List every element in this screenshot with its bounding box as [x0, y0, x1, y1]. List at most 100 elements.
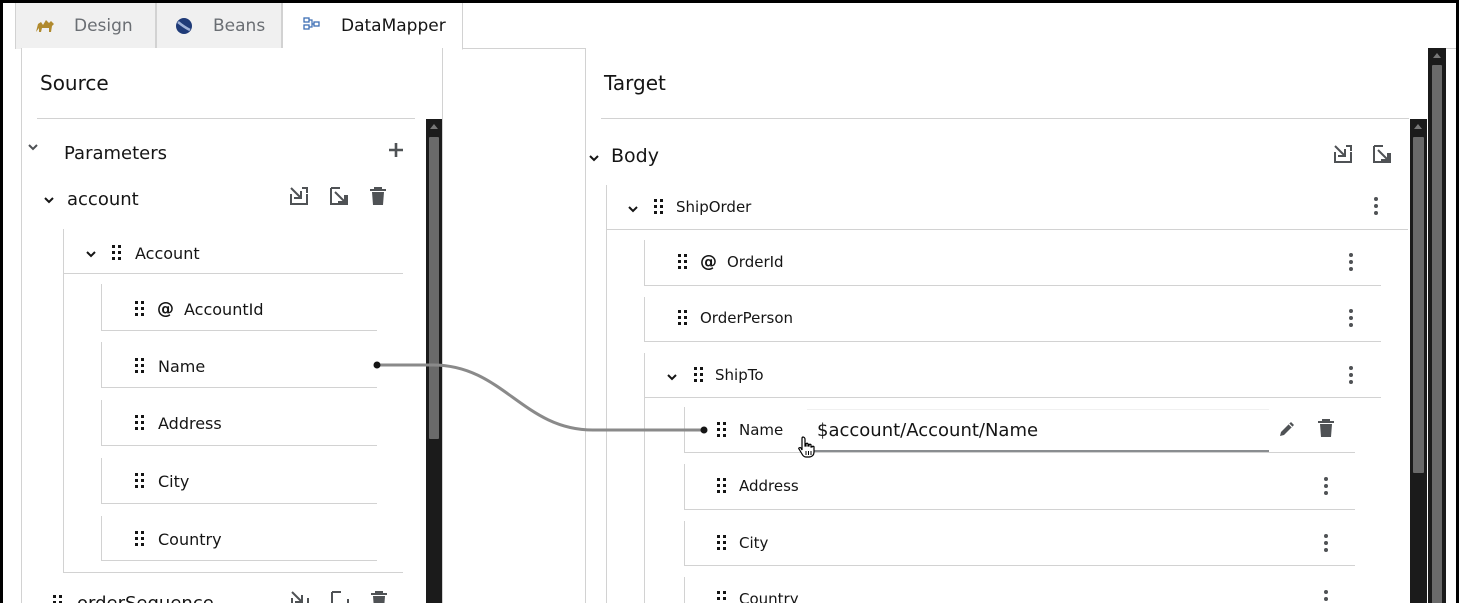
source-panel [21, 48, 443, 603]
drag-handle-icon[interactable] [135, 531, 145, 547]
drag-handle-icon[interactable] [135, 473, 145, 489]
source-field-address[interactable] [101, 400, 377, 446]
delete-mapping-icon[interactable] [1315, 417, 1337, 439]
parameter-label: orderSequence [77, 592, 214, 603]
source-field-country[interactable] [101, 516, 377, 561]
mapping-connector [373, 361, 708, 434]
edit-mapping-icon[interactable] [1276, 418, 1298, 440]
tab-label: DataMapper [341, 16, 446, 36]
tab-bar: Design Beans DataMapper [15, 3, 1456, 50]
node-label: Account [135, 243, 200, 263]
target-field-city[interactable] [684, 521, 1355, 566]
body-label: Body [611, 145, 659, 167]
field-label: Address [739, 477, 799, 495]
export-schema-icon[interactable] [328, 185, 350, 207]
source-field-row: Address [135, 413, 222, 433]
field-label: City [158, 471, 190, 491]
source-field-accountid[interactable] [101, 284, 377, 331]
attribute-icon: @ [700, 252, 717, 272]
source-title: Source [40, 71, 109, 95]
node-label: ShipTo [715, 366, 764, 384]
drag-handle-icon[interactable] [135, 358, 145, 374]
import-schema-icon[interactable] [289, 589, 311, 603]
chevron-down-icon[interactable] [627, 200, 639, 213]
more-options-icon[interactable] [1323, 589, 1329, 603]
source-field-name[interactable] [101, 342, 377, 388]
scroll-up-arrow-icon[interactable] [430, 124, 438, 129]
connector-line [377, 363, 704, 432]
source-field-row: City [135, 471, 189, 491]
outer-scrollbar-thumb[interactable] [1432, 65, 1442, 603]
more-options-icon[interactable] [1373, 196, 1379, 216]
drag-handle-icon[interactable] [654, 199, 664, 215]
drag-handle-icon[interactable] [717, 535, 727, 551]
field-label: Address [158, 413, 222, 433]
tab-design[interactable]: Design [15, 3, 156, 49]
parameter-ordersequence[interactable]: orderSequence [53, 591, 214, 603]
tab-label: Beans [213, 16, 266, 36]
export-schema-icon[interactable] [329, 589, 351, 603]
source-field-city[interactable] [101, 458, 377, 504]
shiporder-group [606, 185, 1408, 603]
chevron-down-icon[interactable] [666, 368, 678, 381]
camel-icon [34, 15, 56, 37]
target-field-orderperson[interactable] [644, 297, 1381, 342]
tab-datamapper[interactable]: DataMapper [282, 3, 463, 50]
drag-handle-icon[interactable] [694, 367, 704, 383]
field-label: OrderId [727, 253, 784, 271]
more-options-icon[interactable] [1348, 308, 1354, 328]
account-node[interactable]: Account [112, 243, 200, 263]
drag-handle-icon[interactable] [717, 422, 727, 438]
drag-handle-icon[interactable] [135, 415, 145, 431]
shipto-group [644, 353, 1381, 603]
drag-handle-icon[interactable] [53, 595, 63, 603]
tab-beans[interactable]: Beans [156, 3, 282, 49]
import-schema-icon[interactable] [288, 185, 310, 207]
target-field-row: Address [717, 476, 799, 496]
more-options-icon[interactable] [1323, 476, 1329, 496]
connector-start-dot [373, 361, 381, 369]
tab-label: Design [74, 16, 133, 36]
connector-end-dot [700, 426, 708, 434]
divider [37, 118, 415, 119]
field-label: Name [158, 356, 206, 376]
more-options-icon[interactable] [1323, 533, 1329, 553]
target-scrollbar-thumb[interactable] [1413, 137, 1424, 473]
drag-handle-icon[interactable] [678, 310, 688, 326]
add-parameter-button[interactable] [385, 139, 407, 161]
drag-handle-icon[interactable] [717, 591, 727, 603]
chevron-down-icon[interactable] [85, 245, 97, 258]
drag-handle-icon[interactable] [678, 254, 688, 270]
target-field-row: City [717, 533, 768, 553]
scroll-up-arrow-icon[interactable] [1433, 53, 1441, 58]
chevron-down-icon[interactable] [27, 138, 39, 151]
delete-parameter-icon[interactable] [368, 589, 390, 603]
drag-handle-icon[interactable] [717, 478, 727, 494]
divider [601, 118, 1409, 119]
target-field-row: @ OrderId [678, 252, 784, 272]
target-field-row: Name [717, 420, 783, 440]
field-label: AccountId [184, 299, 264, 319]
drag-handle-icon[interactable] [135, 301, 145, 317]
source-scrollbar-thumb[interactable] [429, 137, 439, 439]
scroll-up-arrow-icon[interactable] [1414, 124, 1422, 129]
target-field-orderid[interactable] [644, 240, 1381, 286]
datamapper-icon [301, 15, 323, 37]
target-field-country[interactable] [684, 577, 1355, 603]
delete-parameter-icon[interactable] [367, 185, 389, 207]
shiporder-node[interactable]: ShipOrder [654, 197, 751, 217]
field-label: OrderPerson [700, 309, 794, 327]
chevron-down-icon[interactable] [588, 149, 600, 162]
parameter-account[interactable]: account [67, 188, 139, 210]
more-options-icon[interactable] [1348, 365, 1354, 385]
more-options-icon[interactable] [1348, 252, 1354, 272]
drag-handle-icon[interactable] [112, 245, 122, 261]
target-field-address[interactable] [684, 464, 1355, 510]
shipto-node[interactable]: ShipTo [694, 365, 764, 385]
bean-icon [173, 15, 195, 37]
chevron-down-icon[interactable] [43, 191, 55, 204]
mapping-expression-field[interactable]: $account/Account/Name [807, 409, 1269, 452]
import-schema-icon[interactable] [1332, 143, 1354, 165]
export-schema-icon[interactable] [1371, 143, 1393, 165]
